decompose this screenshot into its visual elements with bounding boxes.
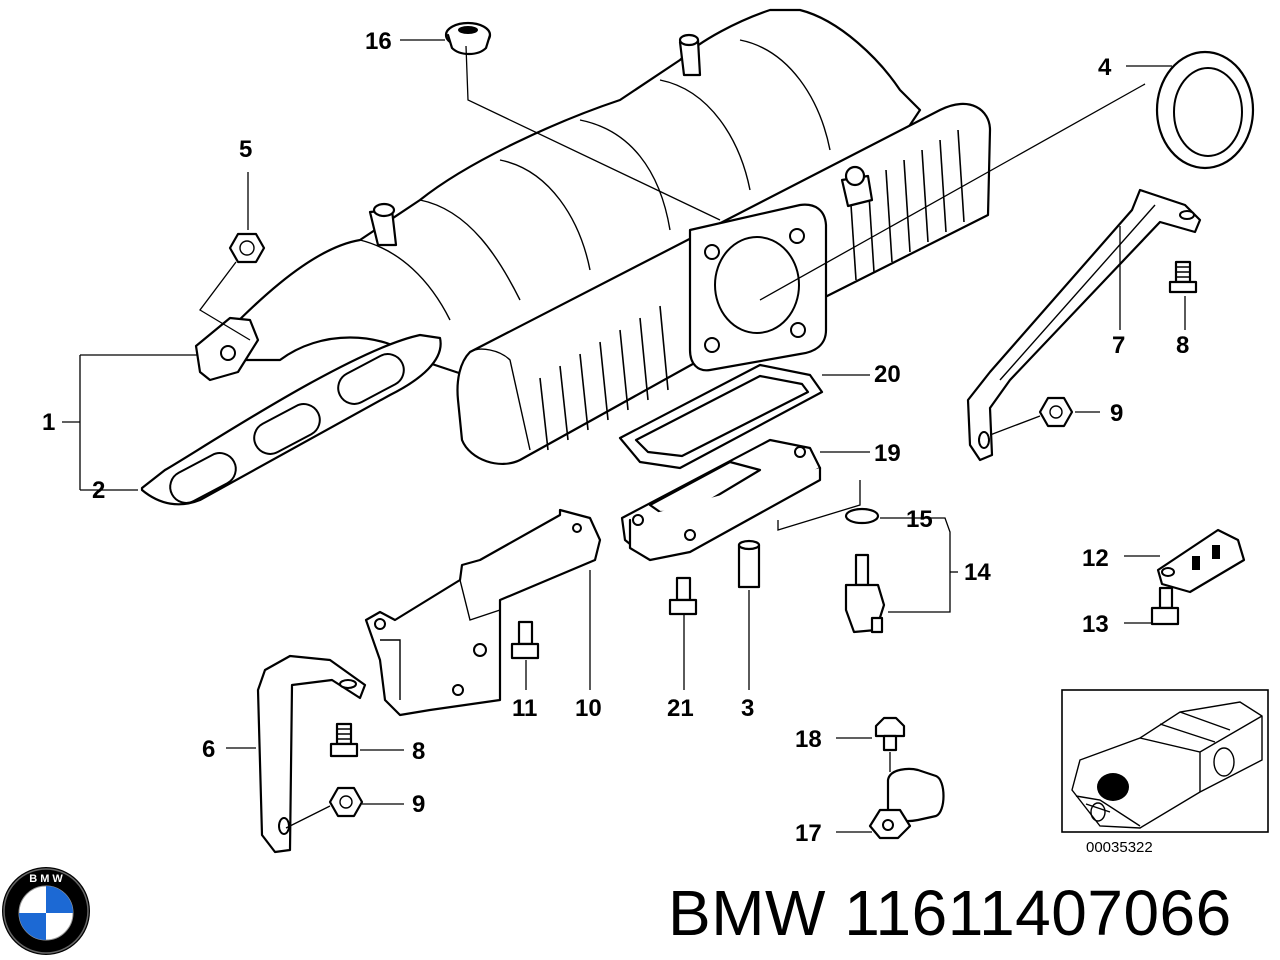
support-bracket (966, 188, 1202, 462)
callout-18: 18 (795, 726, 822, 753)
callout-12: 12 (1082, 545, 1109, 572)
location-marker-dot (1097, 773, 1129, 801)
logo-lettering: B M W (29, 873, 63, 885)
callout-9-right: 9 (1110, 400, 1123, 427)
intake-manifold (194, 8, 992, 465)
callout-19: 19 (874, 440, 901, 467)
hose-clamp (868, 767, 945, 840)
bolt-right (1168, 260, 1198, 294)
screw-13 (1150, 586, 1180, 626)
flange-nut-left (328, 786, 364, 818)
callout-9-left: 9 (412, 791, 425, 818)
intake-gasket (140, 333, 442, 506)
leader-lines (62, 39, 1186, 833)
sealing-ring (1155, 50, 1255, 170)
callout-8-right: 8 (1176, 332, 1189, 359)
screw-21 (668, 576, 698, 616)
screw-11 (510, 620, 540, 660)
callout-7: 7 (1112, 332, 1125, 359)
diagram-reference-code: 00035322 (1086, 839, 1153, 856)
callout-14: 14 (964, 559, 991, 586)
hex-nut (228, 232, 266, 264)
part-number-label: BMW 11611407066 (668, 878, 1232, 948)
sleeve (737, 539, 761, 589)
callout-2: 2 (92, 477, 105, 504)
callout-21: 21 (667, 695, 694, 722)
vehicle-location-inset: 00035322 (1061, 689, 1269, 856)
callout-5: 5 (239, 136, 252, 163)
temperature-sensor (844, 507, 886, 634)
cover-gasket (618, 363, 824, 470)
callout-17: 17 (795, 820, 822, 847)
callout-4: 4 (1098, 54, 1112, 81)
bolt-left (329, 722, 359, 758)
part-number: 11611407066 (844, 877, 1232, 949)
resonance-flap-valve (620, 438, 822, 562)
cable-holder (1156, 528, 1246, 594)
callout-6: 6 (202, 736, 215, 763)
cap (444, 21, 492, 56)
callout-13: 13 (1082, 611, 1109, 638)
mounting-plate (364, 508, 602, 717)
bmw-logo: B M W (2, 867, 90, 955)
callout-10: 10 (575, 695, 602, 722)
lower-bracket (256, 654, 367, 854)
callout-numbers: 16 4 5 1 2 7 8 9 20 19 15 14 12 13 11 10… (42, 28, 1189, 847)
brand-name: BMW (668, 877, 826, 949)
callout-3: 3 (741, 695, 754, 722)
callout-20: 20 (874, 361, 901, 388)
screw-18 (874, 716, 906, 752)
callout-8-left: 8 (412, 738, 425, 765)
callout-1: 1 (42, 409, 55, 436)
callout-16: 16 (365, 28, 392, 55)
callout-15: 15 (906, 506, 933, 533)
flange-nut-right (1038, 396, 1074, 428)
callout-11: 11 (512, 695, 537, 722)
